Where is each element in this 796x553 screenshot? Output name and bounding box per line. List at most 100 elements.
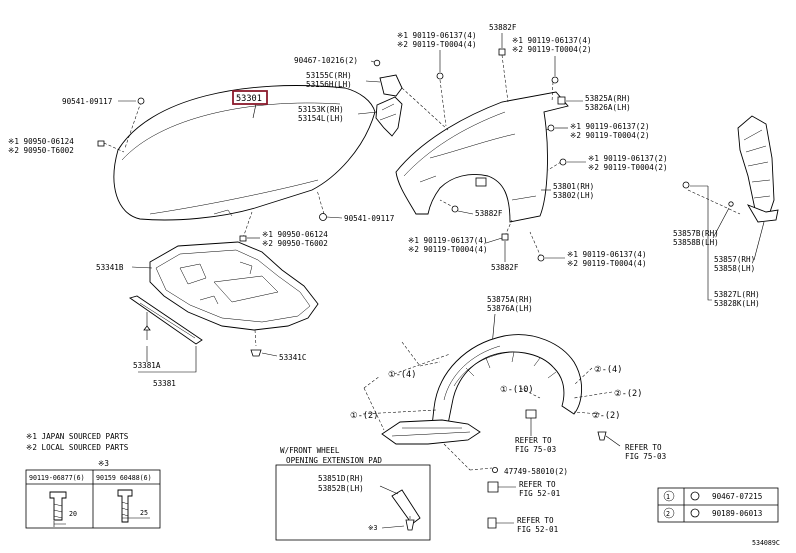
lower-bolt-a-label-1[interactable]: ※1 90119-06137(4) <box>408 236 488 245</box>
hood-panel <box>103 85 376 239</box>
side-858b-label[interactable]: 53858B(LH) <box>673 238 719 247</box>
dim-25: 25 <box>140 509 148 517</box>
ref-75-a-2[interactable]: FIG 75-03 <box>515 445 556 454</box>
inset-box <box>275 464 431 541</box>
liner-rh-label[interactable]: 53875A(RH) <box>487 295 533 304</box>
key-mark-2: 2 <box>666 510 670 518</box>
fender-lh-label[interactable]: 53802(LH) <box>553 191 594 200</box>
key-row-2[interactable]: 90189-06013 <box>712 509 762 518</box>
hood-bolt-left-icon <box>137 97 145 105</box>
top-bolt-a-label-2[interactable]: ※2 90119-T0004(4) <box>397 40 477 49</box>
mid-882f-label[interactable]: 53882F <box>475 209 503 218</box>
top-bolt-a-icon <box>436 72 444 80</box>
inset-part-lh[interactable]: 53852B(LH) <box>318 484 364 493</box>
inset-title-1: W/FRONT WHEEL <box>280 446 340 455</box>
right-bolt-a-icon <box>547 124 555 132</box>
ref-52-a-1[interactable]: REFER TO <box>519 480 556 489</box>
hinge-bolt-icon <box>373 59 381 67</box>
front-fender <box>395 54 569 258</box>
seal-icon <box>557 96 566 105</box>
callout-2-2a[interactable]: ②-(2) <box>614 389 642 399</box>
bracket-lh-label[interactable]: 53154L(LH) <box>298 114 344 123</box>
top-bolt-a-label-1[interactable]: ※1 90119-06137(4) <box>397 31 477 40</box>
bracket-rh-label[interactable]: 53153K(RH) <box>298 105 344 114</box>
callout-1-2[interactable]: ①-(2) <box>350 411 378 421</box>
fender-rh-label[interactable]: 53801(RH) <box>553 182 594 191</box>
inset-marker: ※3 <box>368 524 378 532</box>
liner-lh-label[interactable]: 53876A(LH) <box>487 304 533 313</box>
table-marker: ※3 <box>98 459 109 468</box>
right-bolt-a-label-2[interactable]: ※2 90119-T0004(2) <box>570 131 650 140</box>
lower-882f-icon <box>501 233 509 241</box>
hood-clip-bottom-label-2[interactable]: ※2 90950-T6002 <box>262 239 328 248</box>
seal-strip-2-label[interactable]: 53381 <box>153 379 176 388</box>
hinge-bolt-label[interactable]: 90467-10216(2) <box>294 56 358 65</box>
top-bolt-b-icon <box>551 76 559 84</box>
hood-part-number[interactable]: 53301 <box>236 94 262 104</box>
seal-lh-label[interactable]: 53826A(LH) <box>585 103 631 112</box>
note-local: ※2 LOCAL SOURCED PARTS <box>26 443 129 452</box>
lower-bolt-b-label-1[interactable]: ※1 90119-06137(4) <box>567 250 647 259</box>
seal-rh-label[interactable]: 53825A(RH) <box>585 94 631 103</box>
ref-52-b-1[interactable]: REFER TO <box>517 516 554 525</box>
top-882f-label[interactable]: 53882F <box>489 23 517 32</box>
note-japan: ※1 JAPAN SOURCED PARTS <box>26 432 129 441</box>
lower-bolt-b-label-2[interactable]: ※2 90119-T0004(4) <box>567 259 647 268</box>
lower-bolt-b-icon <box>537 254 545 262</box>
hood-insulator <box>149 241 319 331</box>
right-bolt-a-label-1[interactable]: ※1 90119-06137(2) <box>570 122 650 131</box>
right-bolt-b-label-1[interactable]: ※1 90119-06137(2) <box>588 154 668 163</box>
hood-clip-bottom-label-1[interactable]: ※1 90950-06124 <box>262 230 328 239</box>
hood-clip-left-icon <box>97 140 105 147</box>
fender-clip-icon <box>475 177 487 187</box>
hinge-rh-label[interactable]: 53155C(RH) <box>306 71 352 80</box>
hood-bolt-left-label[interactable]: 90541-09117 <box>62 97 112 106</box>
hood-clip-left-label-1[interactable]: ※1 90950-06124 <box>8 137 74 146</box>
insulator-label[interactable]: 53341B <box>96 263 124 272</box>
side-858-label[interactable]: 53858(LH) <box>714 264 755 273</box>
right-bolt-b-label-2[interactable]: ※2 90119-T0004(2) <box>588 163 668 172</box>
inset-part-rh[interactable]: 53851D(RH) <box>318 474 364 483</box>
ref-52-b-2[interactable]: FIG 52-01 <box>517 525 559 534</box>
clip-341c-label[interactable]: 53341C <box>279 353 306 362</box>
ref-75-b-2[interactable]: FIG 75-03 <box>625 452 666 461</box>
hinge-lh-label[interactable]: 53156H(LH) <box>306 80 352 89</box>
top-bolt-b-label-2[interactable]: ※2 90119-T0004(2) <box>512 45 592 54</box>
clip-341c-icon <box>250 349 262 357</box>
callout-2-4[interactable]: ②-(4) <box>594 365 622 375</box>
liner-clip-icon <box>525 409 537 419</box>
top-882f-icon <box>498 48 506 56</box>
top-bolt-b-label-1[interactable]: ※1 90119-06137(4) <box>512 36 592 45</box>
mid-bolt-icon <box>451 205 459 213</box>
side-857b-label[interactable]: 53857B(RH) <box>673 229 719 238</box>
fastener-table <box>25 469 161 529</box>
key-row-1[interactable]: 90467-07215 <box>712 492 762 501</box>
fender-liner <box>362 334 613 471</box>
ref-52-a-2[interactable]: FIG 52-01 <box>519 489 561 498</box>
hood-hinge <box>375 74 403 137</box>
ref-75-a-1[interactable]: REFER TO <box>515 436 552 445</box>
hood-bolt-right-label[interactable]: 90541-09117 <box>344 214 394 223</box>
seal-strip-1-label[interactable]: 53381A <box>133 361 161 370</box>
side-828k-label[interactable]: 53828K(LH) <box>714 299 760 308</box>
ref-75-b-1[interactable]: REFER TO <box>625 443 662 452</box>
side-seal-parts <box>687 115 779 223</box>
hood-label-highlight <box>232 90 268 105</box>
callout-2-2b[interactable]: ②-(2) <box>592 411 620 421</box>
inset-clip-icon <box>405 519 415 531</box>
lower-bolt-a-label-2[interactable]: ※2 90119-T0004(4) <box>408 245 488 254</box>
side-827l-label[interactable]: 53827L(RH) <box>714 290 760 299</box>
callout-1-10[interactable]: ①-(10) <box>500 385 534 395</box>
right-bolt-b-icon <box>559 158 567 166</box>
callout-1-4[interactable]: ①-(4) <box>388 370 416 380</box>
liner-bolt-icon <box>597 431 607 441</box>
screw-label[interactable]: 47749-58010(2) <box>504 467 568 476</box>
key-table <box>657 487 779 523</box>
table-col-2: 90159 60488(6) <box>96 474 152 482</box>
hood-clip-left-label-2[interactable]: ※2 90950-T6002 <box>8 146 74 155</box>
side-857-label[interactable]: 53857(RH) <box>714 255 755 264</box>
inset-title-2: OPENING EXTENSION PAD <box>286 456 382 465</box>
seal-strip <box>128 295 203 345</box>
lower-882f-label[interactable]: 53882F <box>491 263 519 272</box>
